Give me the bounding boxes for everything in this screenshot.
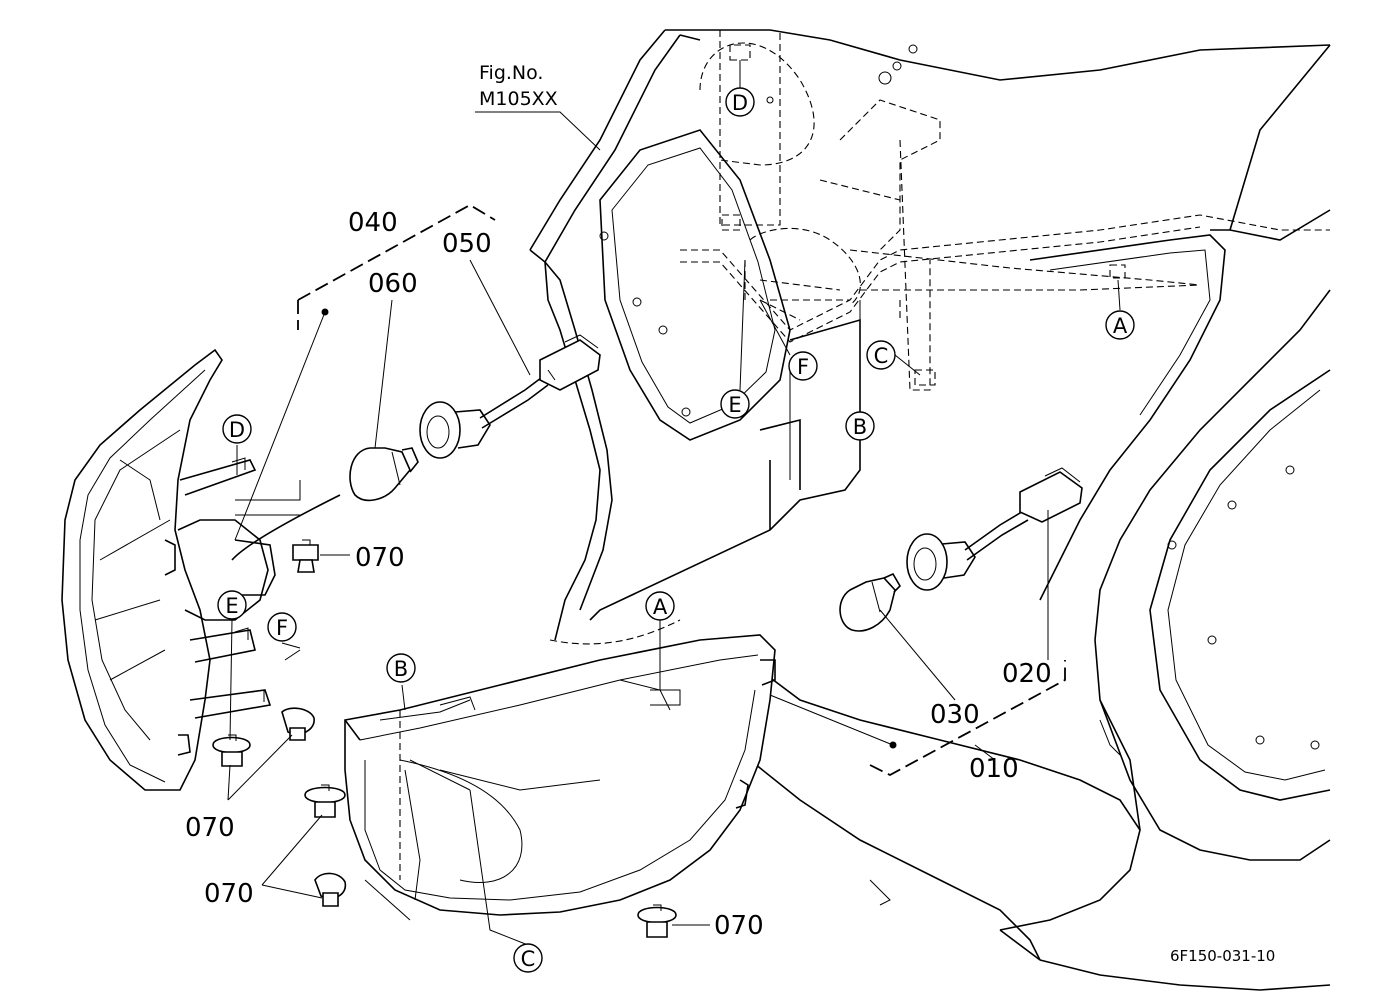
part-number-040: 040 (348, 208, 398, 238)
callout-letter: C (521, 947, 536, 971)
callout-E-top: E (720, 389, 750, 419)
callout-letter: F (276, 616, 288, 640)
callout-letter: A (653, 595, 668, 619)
leader-lines (227, 60, 1121, 946)
fig-ref-line1: Fig.No. (479, 62, 543, 84)
callout-letter: D (229, 418, 245, 442)
callout-A-lamp: A (645, 591, 675, 621)
callout-F-lamp: F (267, 612, 297, 642)
nut-070-b (212, 734, 251, 767)
part-number-060: 060 (368, 269, 418, 299)
nut-070-f (637, 904, 677, 938)
part-number-020: 020 (1002, 659, 1052, 689)
callout-F-top: F (788, 351, 818, 381)
callout-A-top: A (1105, 310, 1135, 340)
part-number-050: 050 (442, 229, 492, 259)
nut-070-c (281, 707, 315, 741)
hidden-bracket-lines (549, 30, 1330, 645)
callout-B-top: B (845, 411, 875, 441)
part-number-070-c: 070 (204, 879, 254, 909)
nut-070-a (292, 539, 319, 573)
callout-letter: C (874, 344, 889, 368)
fig-ref-line2: M105XX (479, 88, 558, 110)
bulb-030 (839, 572, 902, 632)
drawing-code: 6F150-031-10 (1170, 947, 1275, 965)
nut-070-d (304, 784, 346, 818)
part-number-070-b: 070 (185, 813, 235, 843)
callout-letter: B (853, 415, 867, 439)
callout-letter: D (732, 91, 748, 115)
callout-letter: E (728, 393, 741, 417)
part-number-070-a: 070 (355, 543, 405, 573)
callout-letter: F (797, 355, 809, 379)
callout-letter: A (1113, 314, 1128, 338)
left-headlamp (61, 348, 341, 791)
callout-letter: E (225, 594, 238, 618)
part-number-030: 030 (930, 700, 980, 730)
callout-D-lamp: D (222, 414, 252, 444)
socket-harness-020 (906, 467, 1083, 591)
socket-harness-050 (419, 334, 601, 459)
callout-E-lamp: E (217, 590, 247, 620)
right-headlamp (344, 634, 776, 916)
callout-D-top: D (725, 87, 755, 117)
nut-070-e (314, 872, 347, 907)
part-number-070-d: 070 (714, 911, 764, 941)
callout-C-top: C (866, 340, 896, 370)
bulb-060 (349, 447, 419, 502)
callout-C-lamp: C (513, 943, 543, 973)
part-number-010: 010 (969, 754, 1019, 784)
callout-B-lamp: B (386, 653, 416, 683)
hood-body-outline (529, 29, 1331, 991)
callout-letter: B (394, 657, 408, 681)
